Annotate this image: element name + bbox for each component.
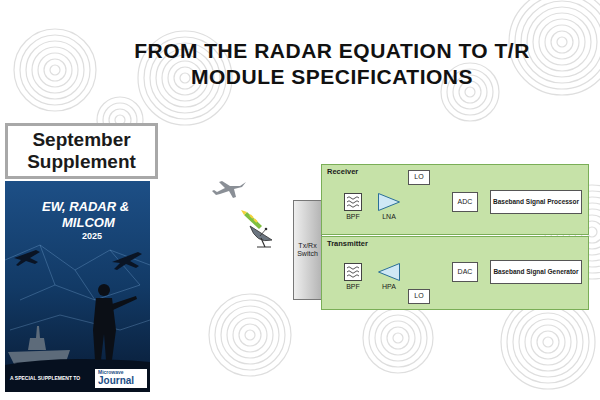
ripple-ring (44, 59, 66, 81)
ripple-ring (180, 73, 190, 83)
panel-heading: Transmitter (327, 240, 583, 249)
node-label: BPF (346, 283, 360, 291)
ripple-ring (533, 13, 591, 71)
ripple-ring (587, 227, 597, 237)
filter-outline (345, 194, 362, 211)
title: FROM THE RADAR EQUATION TO T/R MODULE SP… (92, 38, 572, 90)
cover-soldier (93, 284, 137, 360)
airplane-icon (212, 181, 246, 198)
node-label: LO (414, 173, 423, 181)
ripple-ring (513, 307, 583, 377)
cover-jets (14, 250, 142, 270)
filter-symbol (344, 263, 362, 281)
ripple-ring (525, 319, 571, 365)
ripple-ring (531, 325, 565, 359)
filter-wave (347, 271, 359, 274)
ripple-ring (527, 7, 597, 77)
filter-symbol (344, 193, 362, 211)
cover-text: Microwave (98, 370, 124, 375)
cover-text: EW, RADAR & (42, 200, 129, 213)
amplifier-outline (379, 194, 400, 211)
ripple-ring (26, 41, 84, 99)
ripple-ring (369, 309, 427, 367)
panel-heading: Receiver (327, 168, 583, 177)
switch-box: Tx/Rx Switch (293, 200, 322, 300)
module-panel: BPF HPA LO DAC Baseband Signal Generator Tran… (322, 237, 588, 309)
ripple-ring (539, 19, 585, 65)
cover-text: MILCOM (62, 216, 115, 229)
node-label: LO (414, 292, 423, 300)
process-box: LO (408, 170, 430, 185)
ripple-ring (375, 315, 421, 361)
ripple-ring (545, 25, 579, 59)
filter-wave (347, 267, 359, 270)
node-label: Baseband Signal Generator (493, 268, 578, 275)
cover-text: A SPECIAL SUPPLEMENT TO (10, 376, 80, 381)
filter-wave (347, 197, 359, 200)
cover-text: 2025 (82, 232, 102, 241)
ripple-ring (537, 331, 559, 353)
node-label: DAC (458, 268, 473, 276)
ripple-ring (501, 295, 595, 389)
amplifier-outline (379, 264, 400, 281)
ripple-ring (551, 31, 573, 53)
cover-ship (8, 326, 70, 364)
node-label: HPA (382, 283, 396, 291)
ripple-ring (20, 35, 90, 105)
ripple-ring (557, 37, 567, 47)
filter-wave (347, 201, 359, 204)
process-box: ADC (452, 192, 478, 212)
ripple-ring (221, 306, 279, 364)
ripple-ring (393, 333, 403, 343)
amplifier-triangle: HPA (376, 263, 402, 291)
cover-network (5, 245, 150, 330)
ripple-ring (14, 29, 96, 111)
journal-logo-ground (95, 369, 147, 388)
ripple-ring (32, 47, 78, 93)
node-label: ADC (458, 198, 473, 206)
cover-ground (5, 181, 150, 392)
node-label: Baseband Signal Processor (493, 198, 579, 205)
filter-wave (347, 205, 359, 208)
ripple-ring (387, 327, 409, 349)
module-panel: BPF LNA LO ADC Baseband Signal Processor Rece… (322, 165, 588, 234)
ripple-ring (507, 301, 589, 383)
ripple-ring (38, 53, 72, 87)
ripple-ring (215, 300, 285, 370)
supplement-box: September Supplement (5, 123, 158, 179)
filter-outline (345, 264, 362, 281)
amplifier-triangle: LNA (376, 193, 402, 221)
ripple-ring (521, 1, 600, 83)
ripple-ring (227, 312, 273, 358)
baseband-box: Baseband Signal Generator (490, 260, 582, 284)
cover-text: Journal (98, 376, 134, 386)
process-box: LO (408, 289, 430, 304)
ripple-ring (519, 313, 577, 371)
ripple-ring (209, 294, 291, 376)
ripple-ring (465, 87, 475, 97)
ripple-ring (239, 324, 261, 346)
node-label: LNA (382, 213, 396, 221)
ripple-ring (543, 337, 553, 347)
filter-block: BPF (340, 193, 366, 221)
magazine-cover (5, 181, 150, 392)
ripple-ring (233, 318, 267, 352)
missile-icon (241, 210, 262, 229)
amplifier-symbol (378, 263, 400, 281)
filter-wave (347, 275, 359, 278)
filter-block: BPF (340, 263, 366, 291)
process-box: DAC (452, 262, 478, 282)
amplifier-symbol (378, 193, 400, 211)
ripple-ring (50, 65, 60, 75)
cover-ground-rock (5, 359, 150, 392)
node-label: Tx/Rx Switch (294, 242, 321, 258)
node-label: September Supplement (8, 129, 155, 173)
node-label: BPF (346, 213, 360, 221)
ripple-ring (245, 330, 255, 340)
satellite-dish-icon (250, 226, 272, 247)
ripple-ring (363, 303, 433, 373)
baseband-box: Baseband Signal Processor (490, 190, 582, 214)
ripple-ring (381, 321, 415, 355)
